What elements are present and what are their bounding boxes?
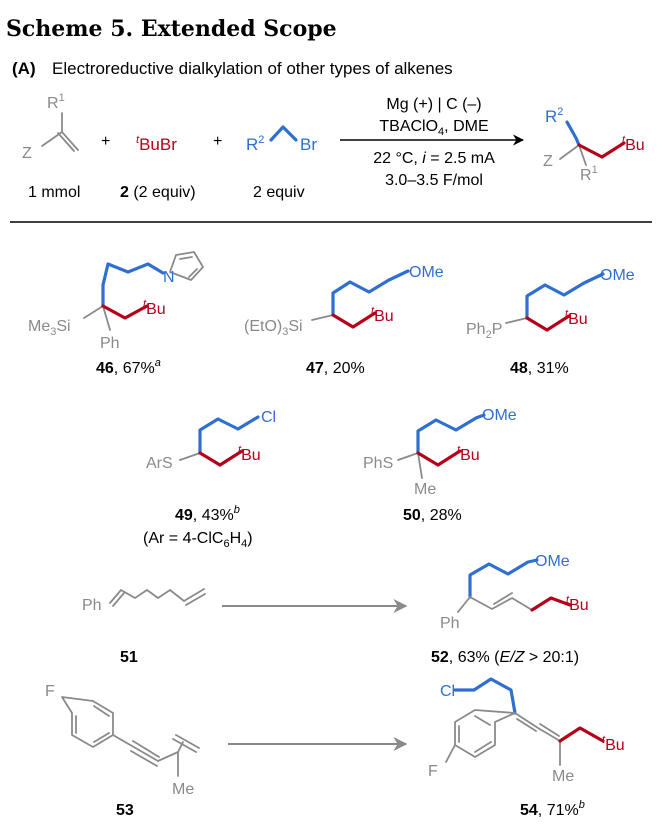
general-alkene: R1 Z xyxy=(22,92,79,162)
svg-text:Ph2P: Ph2P xyxy=(466,321,502,341)
compound-51: Ph 51 xyxy=(82,588,206,666)
condition-temperature: 22 °C, i = 2.5 mA xyxy=(373,150,495,167)
svg-text:tBu: tBu xyxy=(566,594,589,614)
svg-text:tBu: tBu xyxy=(622,134,645,154)
svg-text:R1: R1 xyxy=(47,92,65,112)
svg-text:F: F xyxy=(45,683,55,700)
compound-47: OMe (EtO)3Si tBu 47, 20% xyxy=(244,264,444,377)
scheme-title: Scheme 5. Extended Scope xyxy=(6,16,337,42)
svg-text:50, 28%: 50, 28% xyxy=(403,507,462,524)
svg-text:R1: R1 xyxy=(580,164,598,184)
svg-text:OMe: OMe xyxy=(409,264,444,281)
svg-text:Br: Br xyxy=(300,135,317,154)
compound-52: OMe Ph tBu 52, 63% (E/Z > 20:1) xyxy=(431,553,589,666)
amount-tbubr: 2 (2 equiv) xyxy=(120,184,196,201)
svg-text:tBu: tBu xyxy=(238,444,261,464)
svg-text:N: N xyxy=(163,269,175,286)
svg-text:R2: R2 xyxy=(545,106,563,126)
svg-text:tBu: tBu xyxy=(371,305,394,325)
svg-text:tBu: tBu xyxy=(457,444,480,464)
svg-text:Z: Z xyxy=(22,145,32,162)
compound-48: OMe Ph2P tBu 48, 31% xyxy=(466,267,635,377)
svg-text:Ph: Ph xyxy=(82,597,102,614)
svg-text:tBu: tBu xyxy=(565,308,588,328)
compound-46: N Me3Si Ph tBu 46, 67%a xyxy=(28,251,204,377)
svg-text:Me: Me xyxy=(552,768,574,785)
reagent-electrolyte: TBAClO4, DME xyxy=(379,118,488,138)
svg-text:ArS: ArS xyxy=(146,455,173,472)
svg-text:47, 20%: 47, 20% xyxy=(306,360,365,377)
svg-text:48, 31%: 48, 31% xyxy=(510,360,569,377)
general-product: R2 Z R1 tBu xyxy=(543,106,645,184)
svg-text:51: 51 xyxy=(120,649,138,666)
svg-text:Cl: Cl xyxy=(261,409,276,426)
svg-text:Cl: Cl xyxy=(440,683,455,700)
svg-text:tBu: tBu xyxy=(602,734,625,754)
plus-sign: + xyxy=(213,133,222,150)
svg-text:54, 71%b: 54, 71%b xyxy=(520,799,585,819)
section-title: Electroreductive dialkylation of other t… xyxy=(52,59,453,78)
svg-text:52, 63% (E/Z > 20:1): 52, 63% (E/Z > 20:1) xyxy=(431,649,579,666)
svg-text:OMe: OMe xyxy=(535,553,570,570)
reagent-electrodes: Mg (+) | C (–) xyxy=(386,96,481,113)
section-label: (A) xyxy=(12,59,36,78)
plus-sign: + xyxy=(101,133,110,150)
svg-text:R2: R2 xyxy=(246,134,264,154)
alkyl-bromide: R2 Br xyxy=(246,125,317,154)
svg-text:Ph: Ph xyxy=(100,335,120,352)
svg-text:PhS: PhS xyxy=(363,455,393,472)
svg-text:F: F xyxy=(428,763,438,780)
svg-text:Z: Z xyxy=(543,153,553,170)
svg-text:Me: Me xyxy=(414,481,436,498)
compound-54: Cl F Me tBu 54, 71%b xyxy=(428,677,625,819)
compound-49: Cl ArS tBu 49, 43%b (Ar = 4-ClC6H4) xyxy=(143,409,276,550)
svg-text:Ph: Ph xyxy=(440,615,460,632)
svg-text:(Ar = 4-ClC6H4): (Ar = 4-ClC6H4) xyxy=(143,530,253,550)
tbubr-label: tBuBr xyxy=(136,134,177,154)
svg-text:53: 53 xyxy=(116,802,134,819)
svg-text:Me: Me xyxy=(172,781,194,798)
compound-53: F Me 53 xyxy=(45,683,200,819)
svg-text:46, 67%a: 46, 67%a xyxy=(96,357,161,377)
svg-text:OMe: OMe xyxy=(482,407,517,424)
svg-text:Me3Si: Me3Si xyxy=(28,318,71,338)
svg-text:(EtO)3Si: (EtO)3Si xyxy=(244,318,303,338)
svg-text:49, 43%b: 49, 43%b xyxy=(175,504,240,524)
svg-text:OMe: OMe xyxy=(600,267,635,284)
amount-bromide: 2 equiv xyxy=(253,184,305,201)
amount-alkene: 1 mmol xyxy=(28,184,80,201)
compound-50: OMe PhS Me tBu 50, 28% xyxy=(363,407,517,524)
condition-charge: 3.0–3.5 F/mol xyxy=(385,172,483,189)
svg-text:tBu: tBu xyxy=(143,298,166,318)
